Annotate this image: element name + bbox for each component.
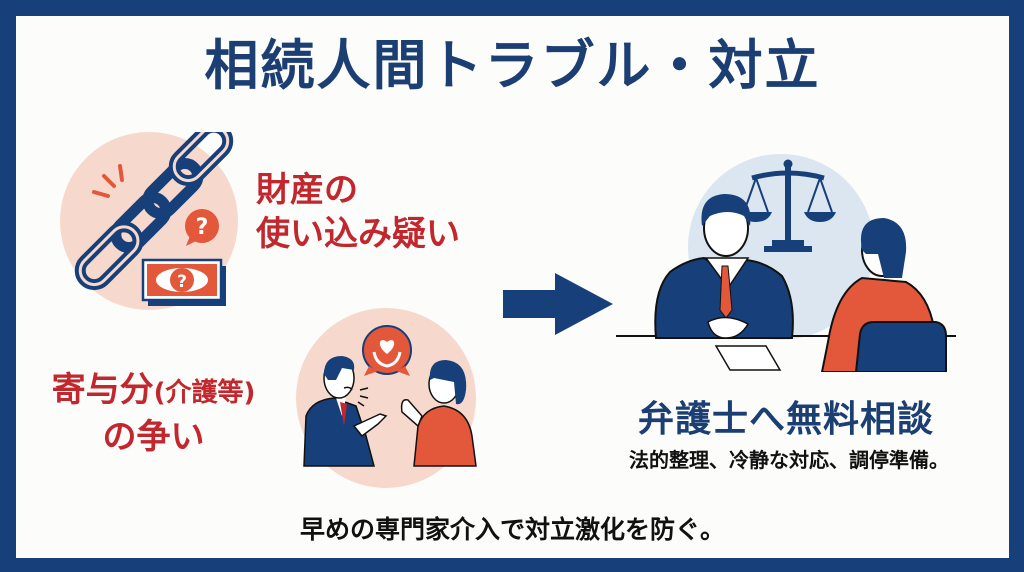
solution-subtitle: 法的整理、冷静な対応、調停準備。 — [629, 448, 949, 472]
dispute-people-icon — [303, 325, 477, 467]
page-title: 相続人間トラブル・対立 — [204, 34, 821, 97]
issue-1-label: 財産の 使い込み疑い — [256, 168, 460, 256]
right-arrow-icon — [503, 273, 613, 335]
issue-2-label: 寄与分(介護等) の争い — [16, 368, 291, 459]
issue-2-line-2: の争い — [102, 417, 205, 457]
issue-1-line-1: 財産の — [256, 170, 358, 210]
issue-2-main: 寄与分 — [51, 370, 154, 410]
issue-2-line-1: 寄与分(介護等) — [16, 368, 291, 415]
solution-title: 弁護士へ無料相談 — [637, 399, 934, 440]
issue-1-line-2: 使い込み疑い — [256, 214, 460, 254]
svg-text:?: ? — [177, 272, 187, 292]
broken-chain-icon: ? ? — [74, 132, 234, 306]
lawyer-consultation-icon — [616, 159, 956, 372]
svg-text:?: ? — [196, 215, 209, 240]
issue-2-paren: (介護等) — [153, 378, 256, 408]
footer-message: 早めの専門家介入で対立激化を防ぐ。 — [299, 515, 725, 544]
infographic-frame: 相続人間トラブル・対立 ? ? 財産の — [16, 16, 1009, 558]
